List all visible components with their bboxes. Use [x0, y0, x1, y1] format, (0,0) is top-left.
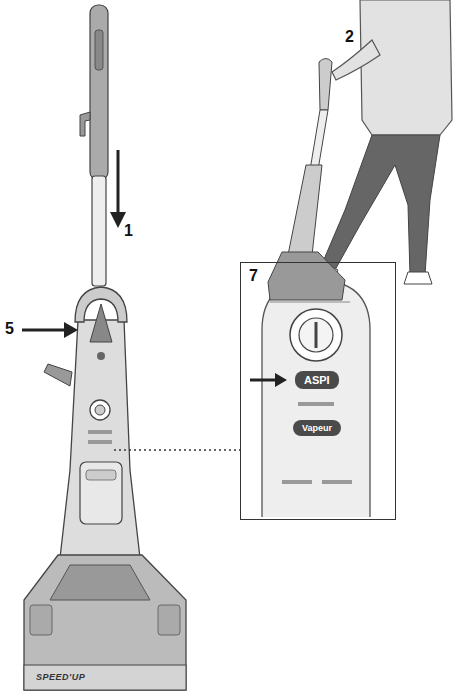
illustration-part [50, 565, 150, 600]
illustration-part [95, 405, 105, 415]
illustration-part [270, 302, 350, 303]
illustration-part [97, 352, 105, 360]
illustration-part [88, 440, 112, 444]
illustration-part [60, 320, 140, 558]
illustration-part [90, 304, 112, 342]
button-label: Vapeur [293, 420, 341, 436]
illustration-part [86, 470, 116, 480]
illustration-part [92, 176, 106, 286]
illustration-part [24, 665, 186, 690]
illustration-part [24, 555, 186, 690]
illustration-part [299, 318, 333, 352]
illustration-part [282, 480, 312, 484]
illustration-part [288, 165, 322, 255]
button-text: ASPI [304, 374, 330, 386]
illustration-part [30, 605, 52, 635]
illustration-part [290, 309, 342, 361]
illustration-part [360, 0, 452, 135]
illustration-part [322, 135, 440, 275]
illustration-part [80, 462, 122, 524]
illustration-part [319, 59, 332, 111]
inset-box: 7ASPI Vapeur [240, 262, 396, 520]
illustration-part [298, 402, 334, 406]
illustration-part [64, 322, 78, 338]
callout-number: 5 [5, 320, 14, 338]
button-text: Vapeur [302, 423, 332, 433]
callout-number: 7 [249, 267, 258, 285]
illustration-part [88, 430, 112, 434]
illustration-part [80, 112, 90, 136]
illustration-part [322, 480, 352, 484]
button-label: ASPI [295, 371, 339, 389]
illustration-part [110, 212, 126, 228]
illustration-part [262, 280, 370, 517]
illustration-part [275, 373, 287, 387]
illustration-part [315, 322, 318, 348]
illustration-part [268, 252, 345, 300]
illustration-part [90, 400, 110, 420]
illustration-part [310, 110, 328, 170]
illustration-part [114, 449, 240, 450]
illustration-part [95, 30, 103, 70]
illustration-part [22, 329, 66, 332]
illustration-part [332, 40, 380, 80]
illustration-part [44, 364, 72, 386]
callout-number: 1 [124, 222, 133, 240]
illustration-part [90, 5, 108, 180]
illustration-part [404, 272, 432, 284]
callout-number: 2 [345, 28, 354, 46]
illustration-part [250, 379, 276, 382]
illustration-part [158, 605, 180, 635]
brand-text: SPEED'UP [36, 672, 85, 682]
illustration-part [117, 150, 120, 214]
